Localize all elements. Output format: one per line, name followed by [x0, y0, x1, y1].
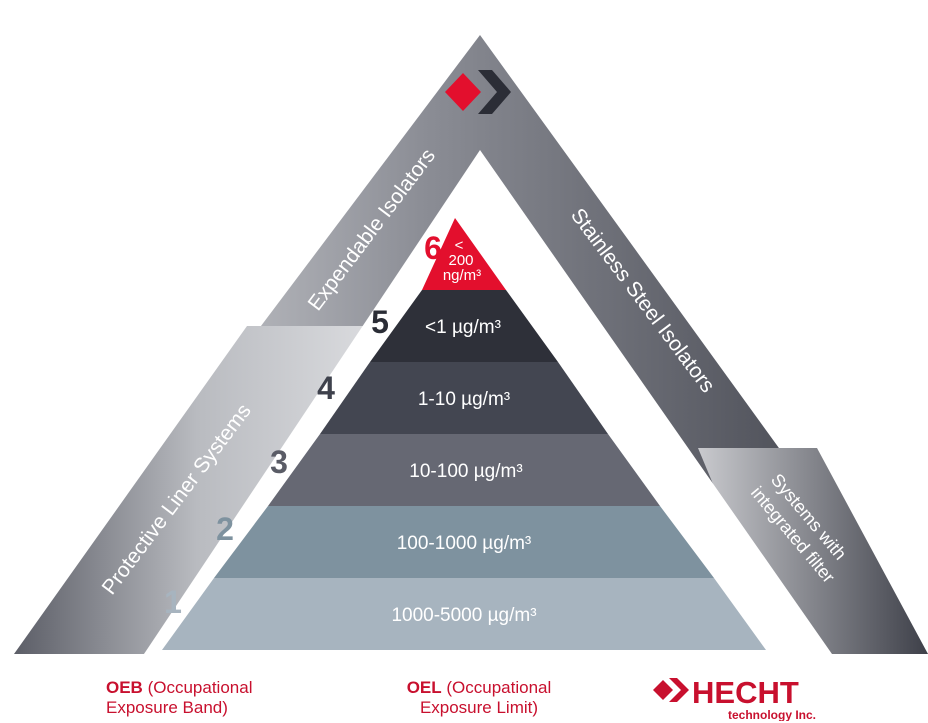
footer-oeb-abbr: OEB	[106, 678, 143, 697]
pyramid-bands	[162, 218, 766, 650]
level-number-5: 5	[371, 304, 389, 340]
level-number-1: 1	[164, 584, 182, 620]
footer-oel-line2: Exposure Limit)	[419, 698, 539, 717]
band-label-3: 10-100 µg/m³	[409, 461, 522, 482]
level-number-6: 6	[424, 230, 442, 266]
band-level-4	[320, 362, 608, 434]
band-level-1	[162, 578, 766, 650]
footer-oeb-line1: (Occupational	[147, 678, 253, 697]
footer-oel-line1: (Occupational	[446, 678, 552, 697]
band-label-1: 1000-5000 µg/m³	[391, 605, 536, 626]
band-label-2: 100-1000 µg/m³	[397, 533, 532, 554]
level-number-2: 2	[216, 511, 234, 547]
footer-oeb-definition: OEB (Occupational Exposure Band)	[106, 678, 252, 718]
band-level-5	[370, 290, 558, 362]
footer-oel-abbr: OEL	[406, 678, 442, 697]
level-number-4: 4	[317, 370, 335, 406]
level-number-3: 3	[270, 444, 288, 480]
brand-diamond-chevron-icon	[653, 678, 689, 702]
brand-name: HECHT	[692, 676, 799, 710]
band-label-5: <1 µg/m³	[425, 317, 501, 338]
band-level-6	[422, 218, 506, 290]
band-label-4: 1-10 µg/m³	[418, 389, 510, 410]
frame-segment-integrated-filter	[698, 448, 928, 654]
footer-oel-definition: OEL (Occupational Exposure Limit)	[384, 678, 574, 718]
brand-logo: HECHT technology Inc.	[653, 676, 816, 721]
brand-tagline: technology Inc.	[728, 708, 816, 721]
band-level-3	[268, 434, 660, 506]
band-level-2	[214, 506, 714, 578]
logo-diamond-chevron-icon	[445, 70, 511, 114]
frame-segment-protective-liner	[14, 326, 380, 654]
footer-oeb-line2: Exposure Band)	[106, 698, 228, 717]
